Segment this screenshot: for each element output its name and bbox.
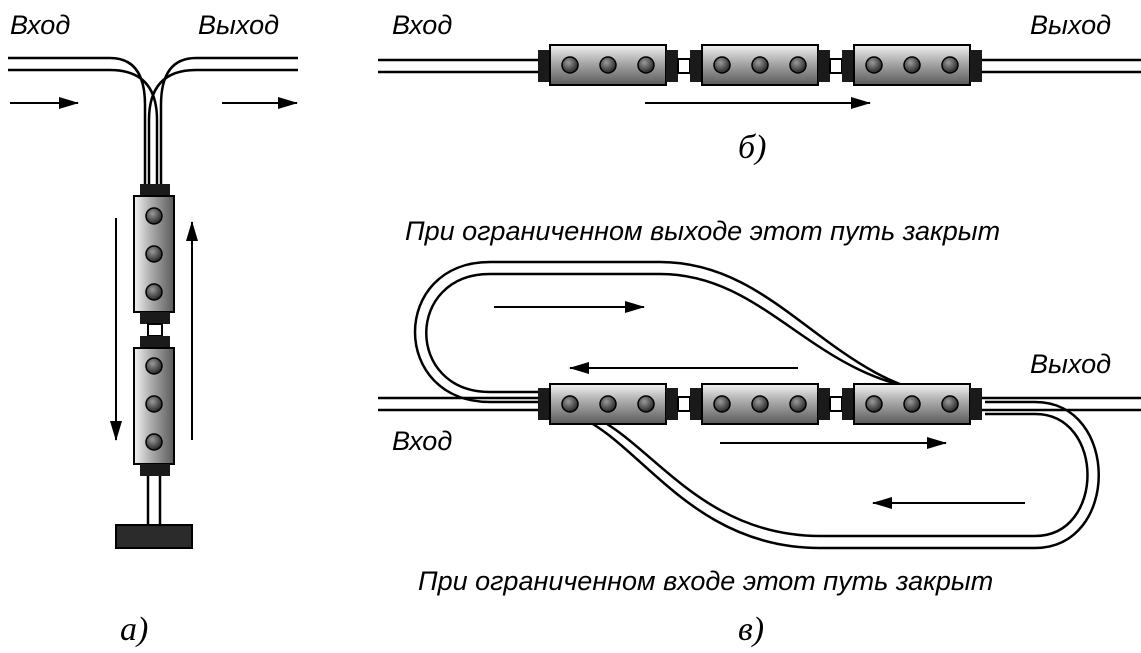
module-cap — [140, 336, 170, 348]
port-icon — [865, 395, 883, 413]
panel-a-input-label: Вход — [10, 10, 70, 40]
module-cap — [842, 388, 854, 420]
panel-a: Вход Выход — [8, 10, 298, 648]
port-icon — [145, 283, 163, 301]
panel-a-outlet-pipe-inner — [147, 68, 298, 185]
panel-b-connector — [829, 58, 843, 74]
panel-c-note-top: При ограниченном выходе этот путь закрыт — [405, 216, 1000, 246]
panel-b-module-2 — [690, 44, 830, 86]
module-cap — [666, 50, 678, 82]
port-icon — [145, 357, 163, 375]
port-icon — [561, 395, 579, 413]
port-icon — [789, 395, 807, 413]
module-cap — [538, 50, 550, 82]
panel-c-connector — [677, 396, 691, 412]
panel-b-module-1 — [538, 44, 678, 86]
module-cap — [970, 388, 982, 420]
panel-c-module-3 — [842, 383, 982, 425]
panel-b-module-3 — [842, 44, 982, 86]
panel-a-output-label: Выход — [198, 10, 279, 40]
panel-c-lower-loop-inner — [589, 412, 1089, 538]
module-cap — [690, 50, 702, 82]
module-cap — [140, 312, 170, 324]
port-icon — [865, 56, 883, 74]
panel-a-connector — [147, 323, 163, 337]
port-icon — [599, 56, 617, 74]
module-cap — [140, 184, 170, 196]
panel-c-input-label: Вход — [392, 426, 452, 456]
panel-c-upper-loop-inner — [425, 272, 946, 394]
panel-c: При ограниченном выходе этот путь закрыт — [378, 216, 1141, 648]
module-cap — [690, 388, 702, 420]
module-cap — [818, 388, 830, 420]
end-plug-icon — [115, 524, 193, 549]
panel-b: Вход Выход — [378, 10, 1141, 166]
panel-c-caption: в) — [738, 611, 764, 648]
module-cap — [818, 50, 830, 82]
panel-c-connector — [829, 396, 843, 412]
panel-a-inlet-pipe — [8, 56, 147, 185]
panel-a-inlet-pipe-inner — [8, 68, 159, 185]
panel-b-input-label: Вход — [392, 10, 452, 40]
panel-b-connector — [677, 58, 691, 74]
port-icon — [941, 56, 959, 74]
port-icon — [751, 395, 769, 413]
port-icon — [145, 395, 163, 413]
panel-c-lower-loop — [574, 400, 1100, 550]
port-icon — [561, 56, 579, 74]
module-cap — [666, 388, 678, 420]
module-cap — [140, 464, 170, 476]
panel-c-upper-loop — [413, 260, 956, 404]
panel-c-module-1 — [538, 383, 678, 425]
port-icon — [599, 395, 617, 413]
port-icon — [751, 56, 769, 74]
port-icon — [903, 56, 921, 74]
panel-b-caption: б) — [738, 129, 766, 166]
panel-a-outlet-pipe — [159, 56, 298, 185]
port-icon — [145, 433, 163, 451]
module-cap — [970, 50, 982, 82]
panel-b-output-label: Выход — [1030, 10, 1111, 40]
module-cap — [842, 50, 854, 82]
port-icon — [637, 395, 655, 413]
port-icon — [637, 56, 655, 74]
panel-c-module-2 — [690, 383, 830, 425]
port-icon — [789, 56, 807, 74]
port-icon — [903, 395, 921, 413]
port-icon — [145, 245, 163, 263]
panel-a-module-1 — [133, 184, 175, 324]
port-icon — [941, 395, 959, 413]
panel-c-output-label: Выход — [1030, 349, 1111, 379]
port-icon — [713, 395, 731, 413]
panel-c-note-bottom: При ограниченном входе этот путь закрыт — [418, 566, 993, 596]
panel-a-module-2 — [133, 336, 175, 476]
port-icon — [145, 207, 163, 225]
module-cap — [538, 388, 550, 420]
panel-a-caption: а) — [120, 611, 148, 648]
port-icon — [713, 56, 731, 74]
